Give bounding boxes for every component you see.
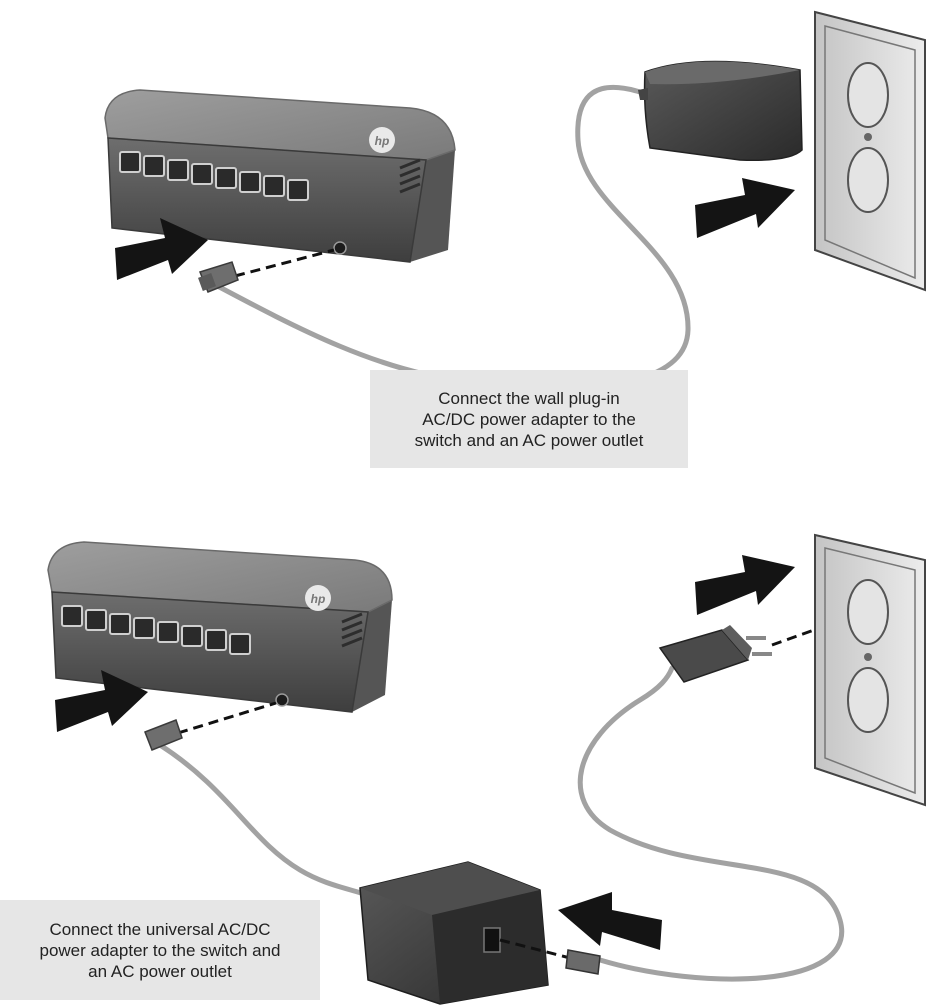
caption-line: an AC power outlet xyxy=(8,961,312,982)
hp-logo: hp xyxy=(369,127,395,153)
arrow-left-icon xyxy=(558,892,662,950)
caption-line: switch and an AC power outlet xyxy=(378,430,680,451)
caption-line: Connect the universal AC/DC xyxy=(8,919,312,940)
bottom-wall-outlet xyxy=(815,535,925,805)
caption-universal-adapter: Connect the universal AC/DC power adapte… xyxy=(0,900,320,1000)
bottom-network-switch: hp xyxy=(48,542,392,712)
top-wall-adapter xyxy=(638,61,802,160)
bottom-dc-plug xyxy=(145,703,276,750)
bottom-universal-adapter xyxy=(360,862,548,1004)
top-illustration: hp xyxy=(105,12,925,387)
bottom-power-cable-dc xyxy=(160,745,380,900)
svg-text:hp: hp xyxy=(311,592,326,606)
svg-text:hp: hp xyxy=(375,134,390,148)
top-dc-plug xyxy=(198,250,334,292)
caption-line: AC/DC power adapter to the xyxy=(378,409,680,430)
caption-wall-adapter: Connect the wall plug-in AC/DC power ada… xyxy=(370,370,688,468)
arrow-right-icon xyxy=(695,178,795,238)
caption-line: Connect the wall plug-in xyxy=(378,388,680,409)
top-wall-outlet xyxy=(815,12,925,290)
caption-line: power adapter to the switch and xyxy=(8,940,312,961)
top-network-switch: hp xyxy=(105,90,455,262)
arrow-right-icon xyxy=(695,555,795,615)
hp-logo: hp xyxy=(305,585,331,611)
